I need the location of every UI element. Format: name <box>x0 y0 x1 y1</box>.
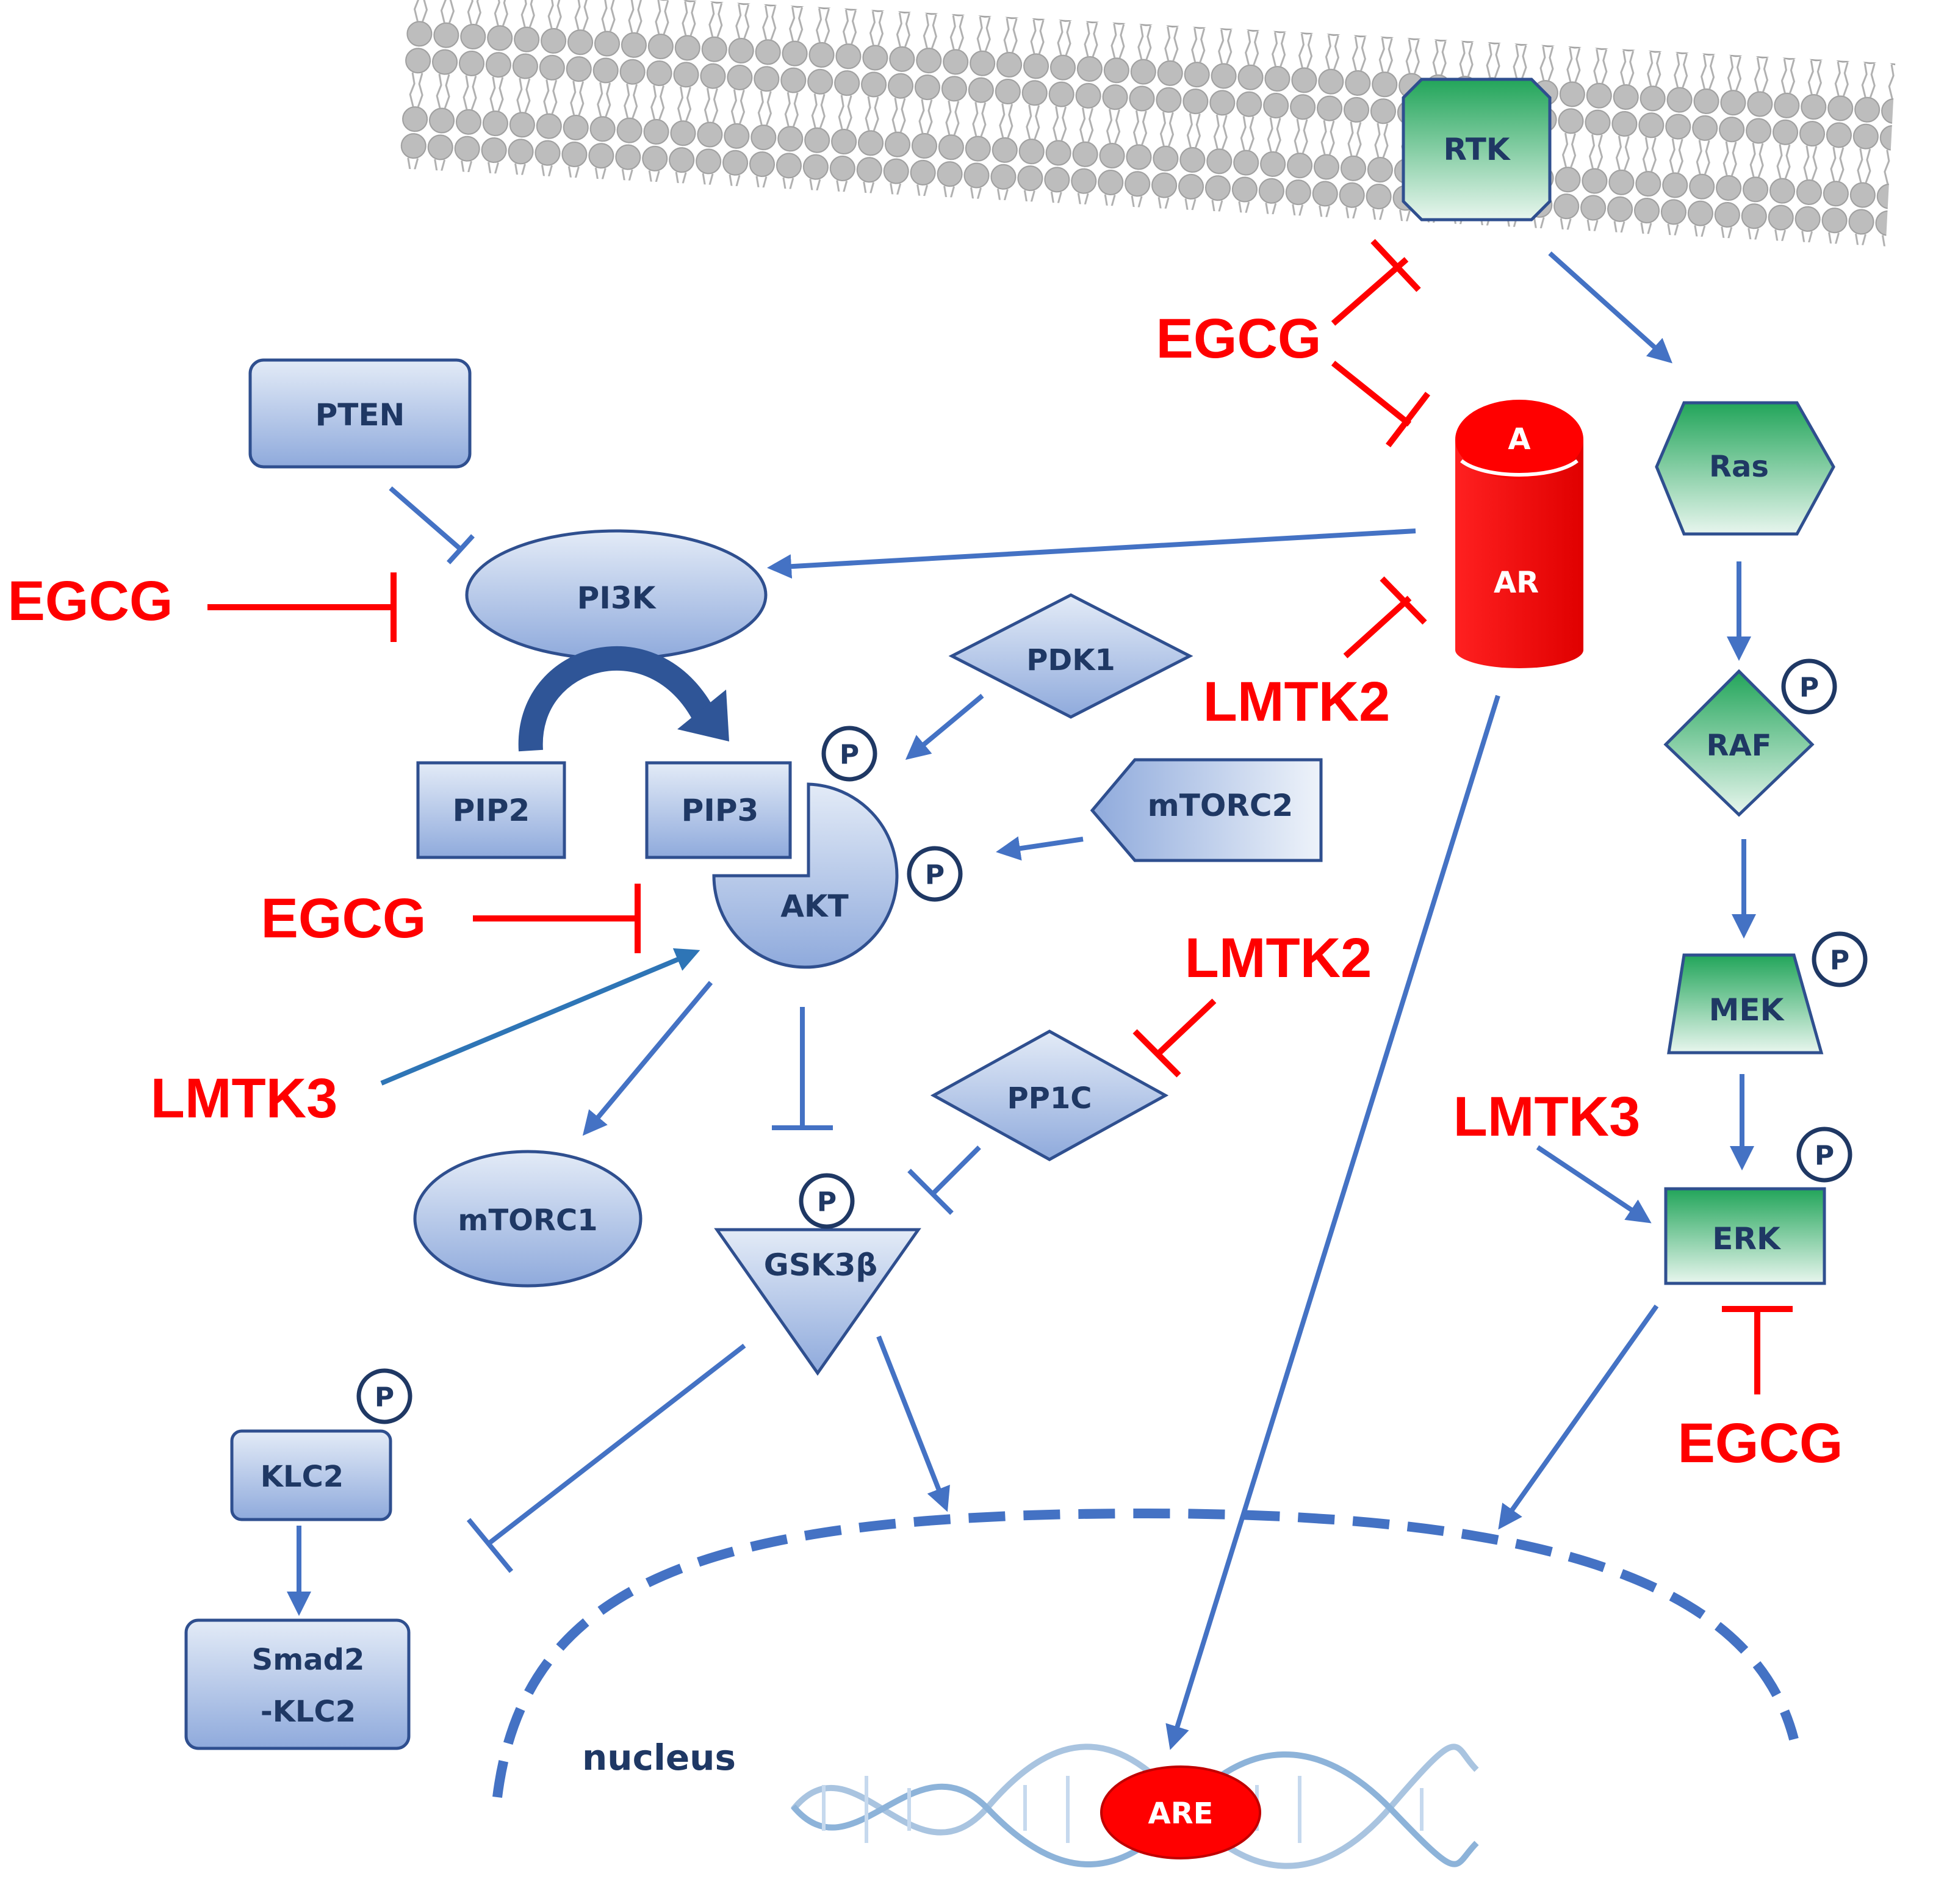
blue-inhibition-lines <box>389 486 981 1573</box>
akt-phospho-badge-1: P <box>821 726 877 782</box>
inhibit-gsk3b-klc2 <box>486 1343 746 1546</box>
are-label: ARE <box>1148 1797 1214 1831</box>
pip3-node: PIP3 <box>645 761 792 859</box>
raf-label: RAF <box>1707 729 1772 763</box>
arrow-pdk1-akt <box>905 693 984 760</box>
erk-label: ERK <box>1712 1221 1782 1257</box>
pip2-node: PIP2 <box>416 761 566 859</box>
inhibit-pten-pi3k <box>389 486 463 552</box>
akt-label: AKT <box>780 889 849 924</box>
svg-text:P: P <box>925 860 945 891</box>
svg-text:P: P <box>840 740 859 771</box>
mek-phospho-badge: P <box>1812 931 1868 987</box>
arrow-erk-nucleus <box>1498 1304 1659 1530</box>
raf-phospho-badge: P <box>1781 658 1837 715</box>
pi3k-label: PI3K <box>577 580 657 616</box>
egcg-label-pi3k: EGCG <box>8 570 173 632</box>
mtorc1-label: mTORC1 <box>458 1203 597 1238</box>
arrow-lmtk3-erk <box>1536 1145 1652 1224</box>
smad2-label-line1: Smad2 <box>252 1643 365 1677</box>
rtk-node: RTK <box>1402 78 1552 222</box>
lmtk2-label-ar: LMTK2 <box>1203 671 1391 733</box>
svg-text:P: P <box>1799 673 1819 704</box>
ar-node: A AR <box>1455 400 1583 668</box>
inhibit-lmtk2-ar <box>1343 596 1412 658</box>
pip2-to-pip3-curved-arrow <box>518 646 729 752</box>
lmtk3-label-akt: LMTK3 <box>151 1067 338 1130</box>
inhibit-egcg-rtk <box>1331 257 1409 326</box>
smad2-label-line2: -KLC2 <box>261 1695 356 1729</box>
egcg-label-akt: EGCG <box>261 887 427 950</box>
erk-node: ERK <box>1664 1187 1826 1285</box>
gsk3b-phospho-badge: P <box>799 1173 855 1229</box>
lmtk3-label-erk: LMTK3 <box>1453 1086 1641 1148</box>
pten-label: PTEN <box>315 397 405 433</box>
mek-label: MEK <box>1709 992 1785 1028</box>
are-node: ARE <box>1100 1765 1261 1859</box>
pip3-label: PIP3 <box>682 793 759 828</box>
arrow-ar-pi3k <box>767 528 1416 579</box>
erk-phospho-badge: P <box>1796 1127 1852 1183</box>
mek-node: MEK <box>1667 953 1824 1055</box>
klc2-phospho-badge: P <box>356 1368 412 1424</box>
mtorc1-node: mTORC1 <box>413 1150 643 1288</box>
ras-node: Ras <box>1655 401 1835 536</box>
red-inhibition-lines <box>207 239 1793 1394</box>
ras-label: Ras <box>1709 450 1769 484</box>
nucleus-envelope <box>492 1508 1799 1798</box>
inhibit-lmtk2-pp1c <box>1157 998 1217 1055</box>
pp1c-label: PP1C <box>1007 1081 1092 1116</box>
inhibit-pp1c-gsk3b <box>932 1145 981 1195</box>
mtorc2-node: mTORC2 <box>1090 758 1323 862</box>
raf-node: RAF <box>1663 669 1815 817</box>
egcg-label-erk: EGCG <box>1678 1412 1843 1474</box>
arrow-gsk3b-nucleus <box>876 1335 950 1512</box>
inhibit-egcg-ar <box>1331 361 1412 427</box>
arrow-rtk-ras <box>1548 251 1672 364</box>
akt-node: AKT <box>712 782 899 969</box>
rtk-label: RTK <box>1443 132 1511 167</box>
svg-text:P: P <box>375 1382 394 1413</box>
nucleus-label: nucleus <box>582 1737 736 1778</box>
svg-text:P: P <box>1830 945 1849 976</box>
pi3k-node: PI3K <box>465 529 768 661</box>
regulator-labels: EGCG EGCG EGCG EGCG LMTK2 LMTK2 LMTK3 LM… <box>8 308 1843 1474</box>
arrow-akt-mtorc1 <box>582 981 713 1136</box>
egcg-label-top: EGCG <box>1156 308 1322 370</box>
pten-node: PTEN <box>248 358 472 469</box>
pdk1-node: PDK1 <box>948 593 1193 719</box>
klc2-node: KLC2 <box>230 1429 392 1521</box>
arrow-ar-are <box>1165 694 1500 1750</box>
svg-text:P: P <box>1815 1141 1834 1172</box>
cell-membrane <box>398 0 1896 247</box>
ar-top-label: A <box>1508 422 1530 456</box>
activation-arrows <box>287 251 1756 1750</box>
svg-text:P: P <box>817 1187 837 1218</box>
lmtk2-label-pp1c: LMTK2 <box>1185 927 1372 989</box>
arrow-lmtk3-akt <box>380 948 700 1086</box>
pp1c-node: PP1C <box>930 1030 1169 1161</box>
pdk1-label: PDK1 <box>1026 643 1115 677</box>
smad2-klc2-node: Smad2 -KLC2 <box>184 1618 411 1750</box>
pip2-label: PIP2 <box>453 793 530 828</box>
ar-label: AR <box>1494 566 1539 600</box>
arrow-mtorc2-akt <box>996 836 1084 861</box>
gsk3b-node: GSK3β <box>714 1228 921 1376</box>
akt-phospho-badge-2: P <box>907 846 963 902</box>
gsk3b-label: GSK3β <box>764 1247 877 1283</box>
klc2-label: KLC2 <box>261 1460 344 1494</box>
mtorc2-label: mTORC2 <box>1148 788 1294 823</box>
